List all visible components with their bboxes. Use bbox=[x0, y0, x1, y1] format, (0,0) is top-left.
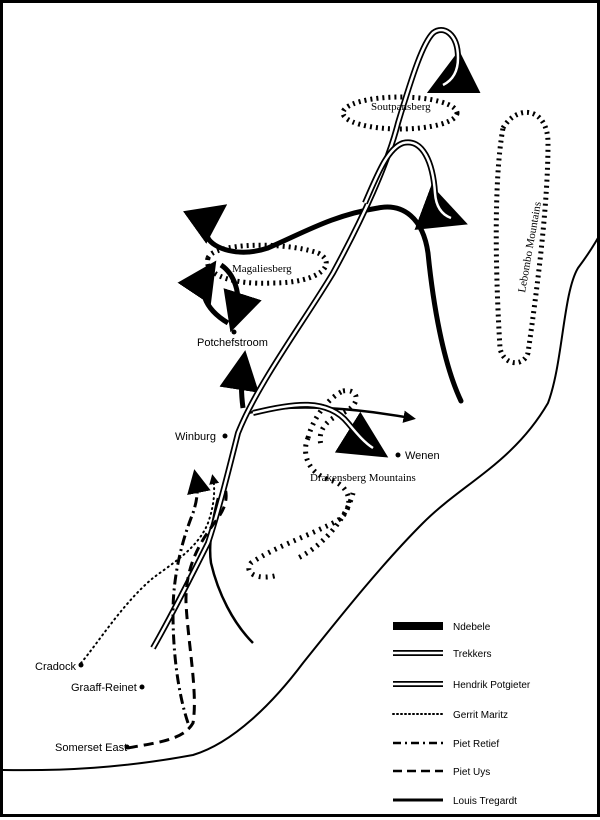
ndebele-route bbox=[183, 204, 464, 404]
legend-label-uys: Piet Uys bbox=[453, 767, 490, 778]
coastline bbox=[3, 232, 600, 772]
legend-label-maritz: Gerrit Maritz bbox=[453, 710, 508, 721]
potchefstroom-dot bbox=[231, 329, 237, 335]
winburg-dot bbox=[222, 433, 228, 439]
cradock-label: Cradock bbox=[35, 661, 76, 673]
trek-map: Potchefstroom Winburg Wenen Cradock Graa… bbox=[3, 27, 600, 807]
graaff-reinet-dot bbox=[139, 684, 145, 690]
ndebele-magaliesberg-loop bbox=[177, 260, 230, 326]
potchefstroom-label: Potchefstroom bbox=[197, 337, 268, 349]
legend-label-potgieter: Hendrik Potgieter bbox=[453, 680, 531, 691]
somerset-east-dot bbox=[124, 744, 130, 750]
legend-label-ndebele: Ndebele bbox=[453, 622, 491, 633]
lebombo-mountains bbox=[493, 109, 551, 365]
maritz-route bbox=[80, 474, 220, 664]
ndebele-magaliesberg-loop-2 bbox=[219, 262, 262, 333]
legend-swatch-ndebele bbox=[393, 622, 443, 630]
soutpansberg-label: Soutpansberg bbox=[371, 101, 431, 113]
graaff-reinet-label: Graaff-Reinet bbox=[71, 682, 137, 694]
cradock-dot bbox=[78, 662, 84, 668]
wenen-dot bbox=[395, 452, 401, 458]
legend-label-tregardt: Louis Tregardt bbox=[453, 796, 517, 807]
magaliesberg-label: Magaliesberg bbox=[232, 263, 292, 275]
retief-route bbox=[171, 469, 211, 724]
legend-label-trekkers: Trekkers bbox=[453, 649, 492, 660]
drakensberg-label: Drakensberg Mountains bbox=[310, 472, 416, 484]
wenen-label: Wenen bbox=[405, 450, 440, 462]
soutpansberg-mountains bbox=[340, 94, 460, 132]
somerset-east-label: Somerset East bbox=[55, 742, 127, 754]
drakensberg-mountains bbox=[246, 388, 359, 580]
legend: Ndebele Trekkers Hendrik Potgieter Gerri… bbox=[392, 622, 531, 807]
tregardt-north bbox=[219, 350, 259, 409]
uys-route bbox=[127, 487, 228, 750]
legend-label-retief: Piet Retief bbox=[453, 739, 499, 750]
magaliesberg-mountains bbox=[205, 242, 329, 286]
potgieter-route bbox=[150, 27, 481, 650]
winburg-label: Winburg bbox=[175, 431, 216, 443]
